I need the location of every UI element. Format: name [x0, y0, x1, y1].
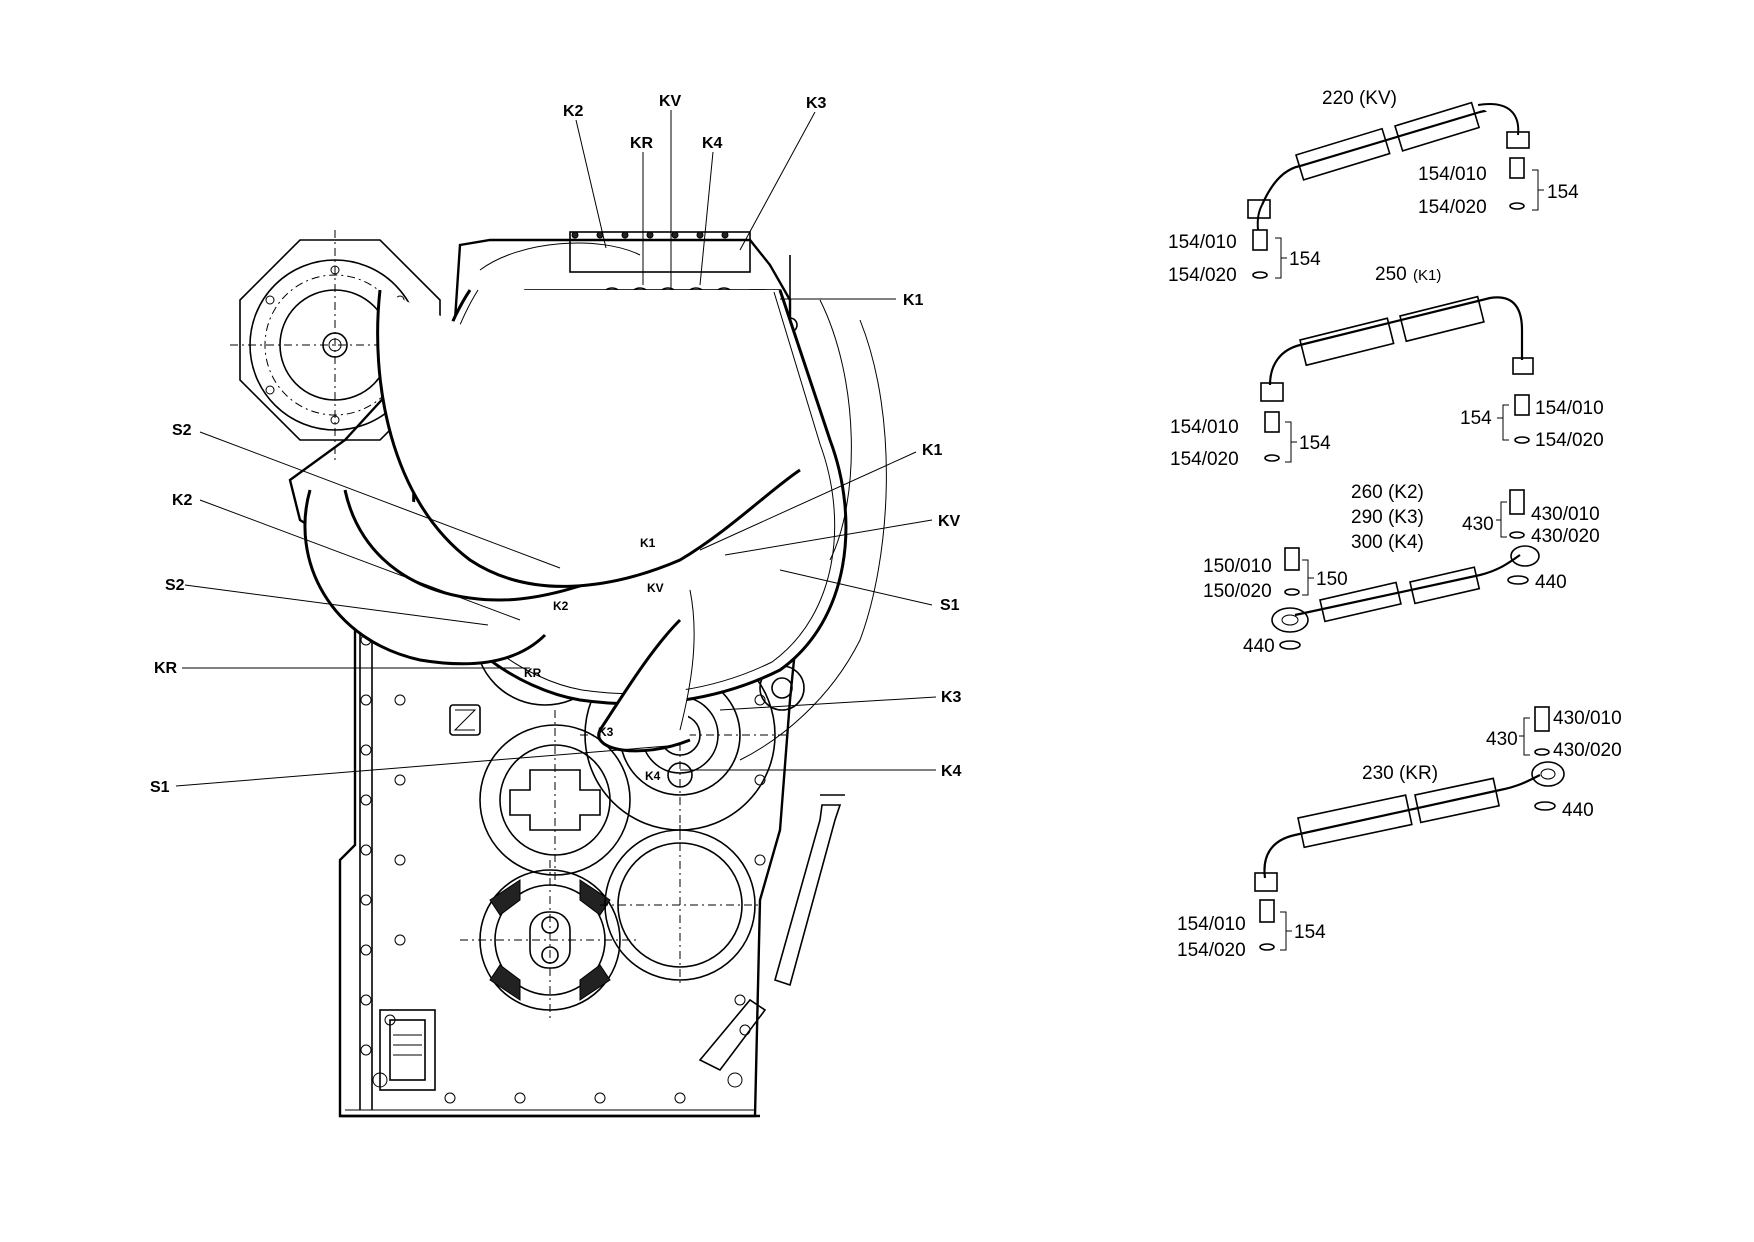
- hose-220-left-top: 154/010: [1168, 232, 1237, 253]
- hose-230-left-top: 154/010: [1177, 914, 1246, 935]
- leader-lines: [175, 110, 937, 787]
- hose-250-title-suffix: (K1): [1413, 267, 1441, 284]
- hose-230-washer: 440: [1562, 800, 1594, 821]
- callout-kr-top: KR: [630, 135, 654, 152]
- hose-250-left-top: 154/010: [1170, 417, 1239, 438]
- hose-250-right-top: 154/010: [1535, 398, 1604, 419]
- callout-k1-upper: K1: [903, 292, 924, 309]
- hose-250-right-bottom: 154/020: [1535, 430, 1604, 451]
- hose-250-title-num: 250: [1375, 264, 1407, 285]
- hose-260-title-line3: 300 (K4): [1351, 532, 1424, 553]
- callout-k3-right: K3: [941, 689, 962, 706]
- hose-260-left-top: 150/010: [1203, 556, 1272, 577]
- callout-k1-mid: K1: [922, 442, 943, 459]
- filter-box: [379, 1009, 436, 1091]
- hose-230-left-bottom: 154/020: [1177, 940, 1246, 961]
- dipstick: [774, 794, 845, 987]
- hose-230-kr: 230 (KR) 430 430/010 430/020 440 154/010…: [1177, 706, 1622, 961]
- callout-s1-right: S1: [940, 597, 960, 614]
- callout-s1-left: S1: [150, 779, 170, 796]
- callout-k4-right: K4: [941, 763, 962, 780]
- transmission-drawing: [230, 230, 887, 1118]
- inner-mark-k4: K4: [645, 769, 661, 783]
- inner-mark-kr: KR: [524, 666, 542, 680]
- hose-260-title-line1: 260 (K2): [1351, 482, 1424, 503]
- hose-260-left-group: 150: [1316, 569, 1348, 590]
- callout-k3-top: K3: [806, 95, 827, 112]
- hose-260-title-line2: 290 (K3): [1351, 507, 1424, 528]
- callout-kv-top: KV: [659, 93, 682, 110]
- hose-230-bolt-bottom: 430/020: [1553, 740, 1622, 761]
- hose-260-washer-right: 440: [1535, 572, 1567, 593]
- hose-260-bolt-group: 430: [1462, 514, 1494, 535]
- inner-mark-k3: K3: [598, 725, 614, 739]
- hose-230-bolt-group: 430: [1486, 729, 1518, 750]
- callout-kv-right: KV: [938, 513, 961, 530]
- hose-220-right-bottom: 154/020: [1418, 197, 1487, 218]
- callout-k2-left: K2: [172, 492, 193, 509]
- hose-220-kv: 220 (KV) 154/010 154/020 154 154/010 154…: [1168, 88, 1579, 286]
- output-flange-bottom: [460, 860, 640, 1020]
- inner-mark-k1: K1: [640, 536, 656, 550]
- hose-260-bolt-top: 430/010: [1531, 504, 1600, 525]
- hose-250-k1: 250 (K1) 154/010 154/020 154 154 154/010…: [1170, 264, 1604, 470]
- output-disc-bottom-right: [600, 825, 760, 985]
- hose-260-left-bottom: 150/020: [1203, 581, 1272, 602]
- zf-logo: [449, 704, 481, 736]
- oil-hoses: [303, 242, 887, 761]
- callout-k2-top: K2: [563, 103, 584, 120]
- hose-220-title: 220 (KV): [1322, 88, 1397, 109]
- hose-250-left-bottom: 154/020: [1170, 449, 1239, 470]
- hose-260-washer-left: 440: [1243, 636, 1275, 657]
- output-shaft-left: [479, 710, 631, 890]
- hose-220-left-group: 154: [1289, 249, 1321, 270]
- callout-labels: K2 KR KV K4 K3 K1 S2 K1 K2 KV S2 S1 KR K…: [150, 93, 962, 796]
- hose-250-left-group: 154: [1299, 433, 1331, 454]
- callout-k4-top: K4: [702, 135, 723, 152]
- hose-230-bolt-top: 430/010: [1553, 708, 1622, 729]
- hose-220-left-bottom: 154/020: [1168, 265, 1237, 286]
- hose-230-left-group: 154: [1294, 922, 1326, 943]
- hose-260-bolt-bottom: 430/020: [1531, 526, 1600, 547]
- inner-mark-k2: K2: [553, 599, 569, 613]
- inner-mark-kv: KV: [647, 581, 664, 595]
- hose-230-title: 230 (KR): [1362, 763, 1438, 784]
- hose-220-right-group: 154: [1547, 182, 1579, 203]
- callout-kr-left: KR: [154, 660, 178, 677]
- hose-260-290-300: 260 (K2) 290 (K3) 300 (K4) 430 430/010 4…: [1203, 482, 1600, 657]
- callout-s2-lower: S2: [165, 577, 185, 594]
- hose-250-right-group: 154: [1460, 408, 1492, 429]
- hose-220-right-top: 154/010: [1418, 164, 1487, 185]
- callout-s2-upper: S2: [172, 422, 192, 439]
